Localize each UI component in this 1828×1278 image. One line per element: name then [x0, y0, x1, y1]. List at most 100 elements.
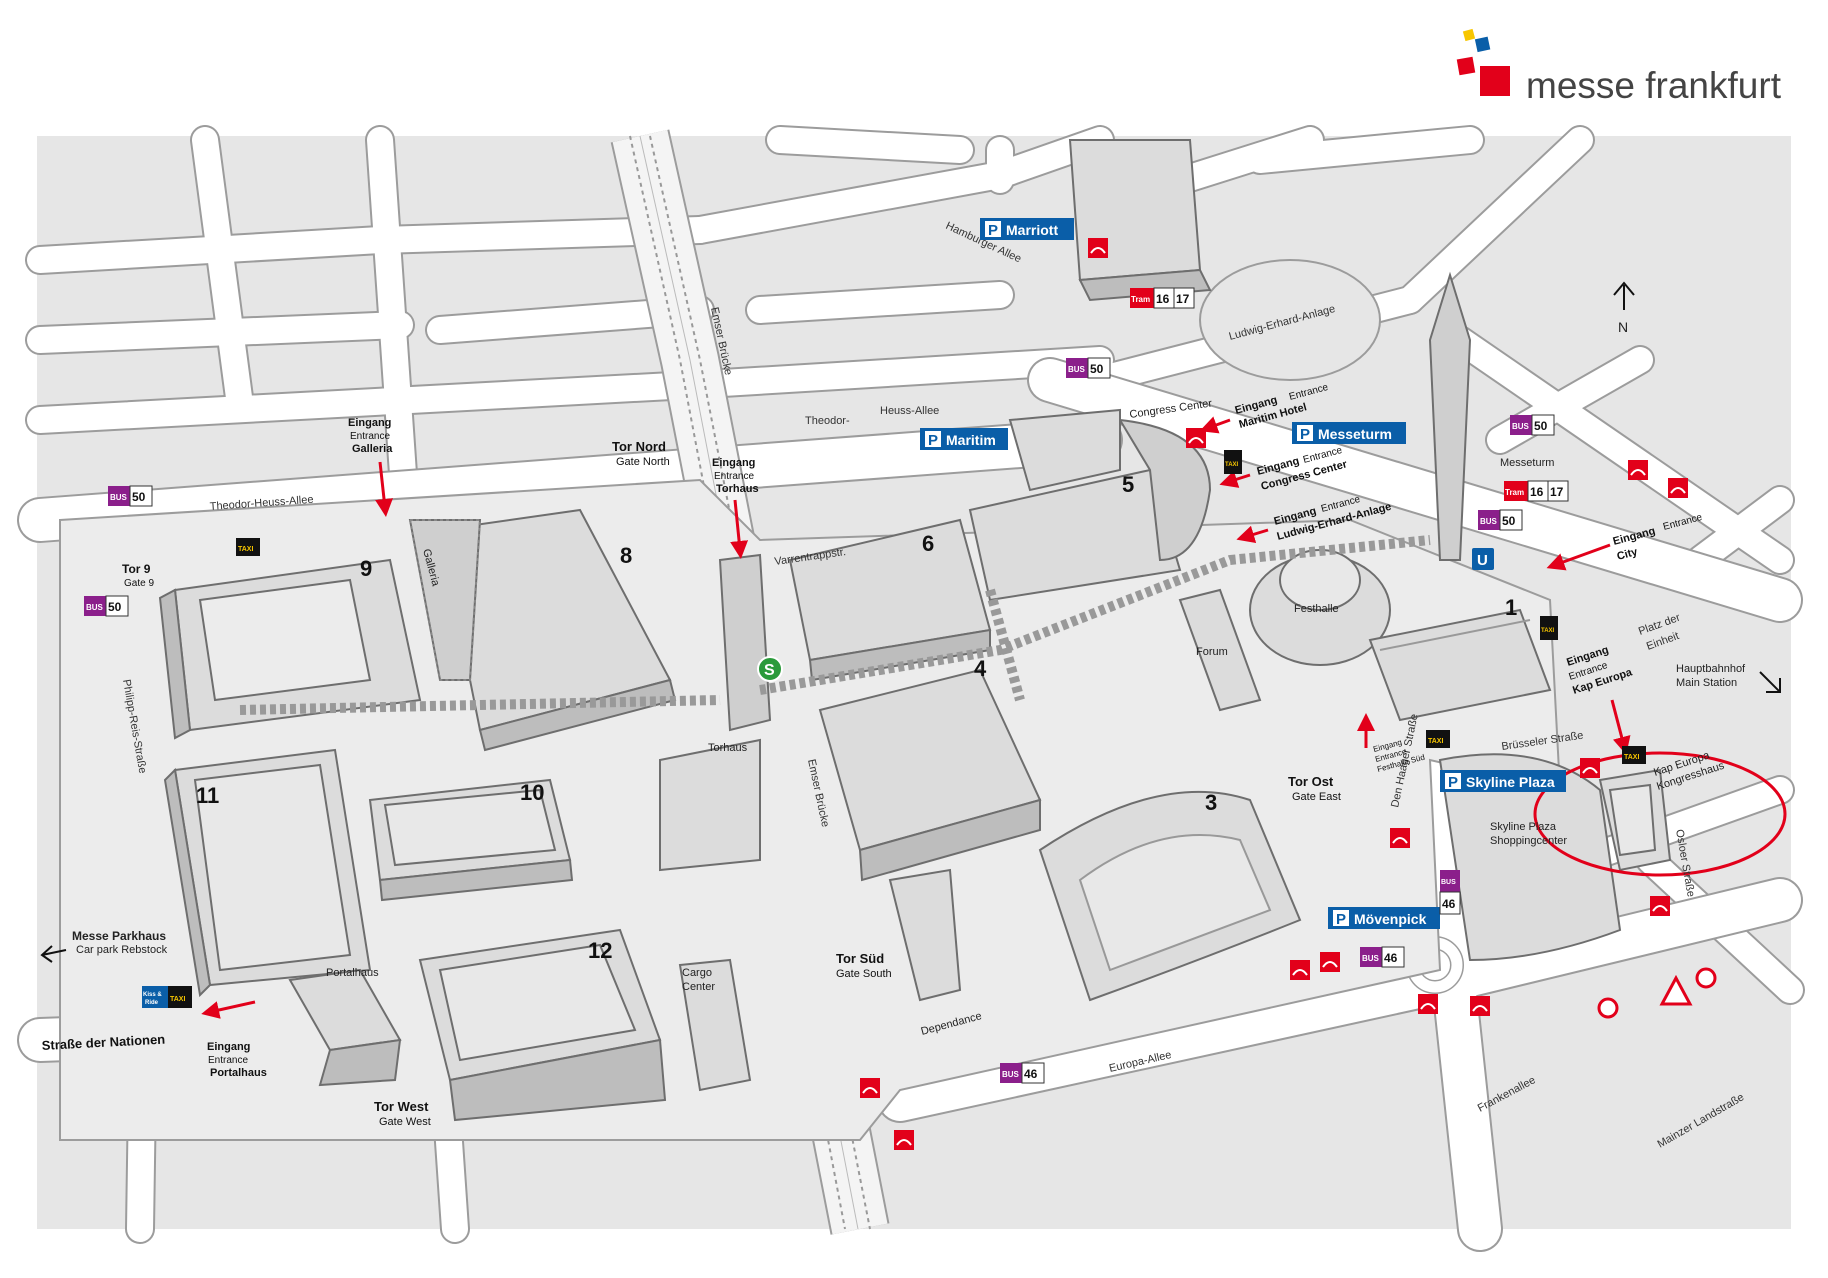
entrance-torhaus-entrance: Entrance	[714, 471, 754, 482]
hall-1-label: 1	[1505, 595, 1517, 620]
street-heuss-allee: Heuss-Allee	[880, 405, 939, 417]
hotel-icon	[1088, 238, 1108, 258]
arrow-galleria	[375, 461, 393, 517]
arrow-portalhaus	[201, 1000, 256, 1019]
hotel-icon	[1580, 758, 1600, 778]
svg-text:17: 17	[1176, 292, 1190, 306]
skyline-plaza-label-2: Shoppingcenter	[1490, 835, 1567, 847]
entrance-galleria-eingang: Eingang	[348, 417, 391, 429]
north-arrow-icon: N	[1613, 281, 1635, 335]
svg-text:P: P	[988, 222, 998, 239]
arrow-congress-center	[1219, 470, 1251, 488]
hall-labels: 1 3 4 5 6 8 9 10 11 12	[196, 472, 1517, 963]
transit-signs: BUS 50 BUS 50 BUS 50 BUS 50 BUS 50	[84, 287, 1646, 1084]
hall-10-label: 10	[520, 780, 544, 805]
hall-5-label: 5	[1122, 472, 1134, 497]
kap-europa-highlight	[1533, 751, 1787, 877]
svg-text:BUS: BUS	[1002, 1070, 1020, 1079]
bus-46-sign-south: BUS 46	[1360, 946, 1405, 968]
bus-50-sign-north: BUS 50	[1066, 357, 1111, 379]
svg-text:Ride: Ride	[145, 1000, 159, 1006]
torhaus-label: Torhaus	[708, 742, 748, 754]
svg-text:Skyline Plaza: Skyline Plaza	[1466, 774, 1555, 790]
arrow-city	[1546, 543, 1611, 571]
svg-text:BUS: BUS	[86, 603, 104, 612]
svg-text:TAXI: TAXI	[238, 546, 253, 553]
hall-8-label: 8	[620, 543, 632, 568]
svg-text:Maritim: Maritim	[946, 432, 996, 448]
bus-46-sign-europa-allee: BUS 46	[1000, 1062, 1045, 1084]
svg-text:P: P	[1300, 426, 1310, 443]
arrow-main-station-icon	[1759, 671, 1781, 693]
svg-text:U: U	[1477, 552, 1488, 569]
arrow-maritim-hotel	[1199, 416, 1231, 434]
entrance-portalhaus-entrance: Entrance	[208, 1055, 248, 1066]
bus-50-sign-messeturm: BUS 50	[1510, 414, 1555, 436]
gates: Tor Nord Gate North Tor 9 Gate 9 Tor Ost…	[122, 439, 1341, 1128]
taxi-sign-hall9: TAXI	[236, 538, 260, 556]
hotel-icon	[1650, 896, 1670, 916]
directions: N Hauptbahnhof Main Station Messe Parkha…	[40, 281, 1781, 963]
street-nationen: Straße der Nationen	[41, 1032, 165, 1053]
svg-text:50: 50	[1090, 362, 1104, 376]
svg-text:50: 50	[1502, 514, 1516, 528]
parking-maritim: P Maritim	[920, 428, 1008, 450]
svg-text:BUS: BUS	[1512, 422, 1530, 431]
hotel-icon	[1390, 828, 1410, 848]
tor-nord: Tor Nord	[612, 439, 666, 454]
bus-50-sign-northwest: BUS 50	[108, 485, 153, 507]
forum-label: Forum	[1196, 646, 1228, 658]
arrow-kap-europa	[1610, 699, 1631, 755]
hotel-icon	[1470, 996, 1490, 1016]
arrow-torhaus	[730, 499, 749, 559]
hall-12-label: 12	[588, 938, 612, 963]
svg-text:Tram: Tram	[1131, 295, 1150, 304]
hall-6-label: 6	[922, 531, 934, 556]
svg-text:BUS: BUS	[1441, 879, 1456, 886]
u-bahn-icon: U	[1472, 548, 1494, 570]
bus-50-sign-festhalle: BUS 50	[1478, 509, 1523, 531]
taxi-sign-portalhaus: TAXI	[168, 986, 192, 1008]
parkhaus-label-2: Car park Rebstock	[76, 944, 168, 956]
hotel-icon	[1320, 952, 1340, 972]
hotel-icon	[1418, 994, 1438, 1014]
entrance-torhaus-name: Torhaus	[716, 483, 759, 495]
tor-west: Tor West	[374, 1099, 429, 1114]
svg-text:46: 46	[1024, 1067, 1038, 1081]
parking-skyline-plaza: P Skyline Plaza	[1440, 770, 1566, 792]
bus-46-sign-den-haager: BUS 46	[1439, 870, 1461, 915]
svg-text:Tram: Tram	[1505, 488, 1524, 497]
svg-text:P: P	[1448, 774, 1458, 791]
svg-text:BUS: BUS	[1480, 517, 1498, 526]
svg-text:S: S	[764, 662, 775, 679]
entrance-portalhaus-name: Portalhaus	[210, 1067, 267, 1079]
svg-text:BUS: BUS	[1068, 365, 1086, 374]
skyline-plaza-label-1: Skyline Plaza	[1490, 821, 1557, 833]
svg-text:TAXI: TAXI	[170, 996, 185, 1003]
bus-50-sign-west: BUS 50	[84, 595, 129, 617]
gate-west: Gate West	[379, 1116, 431, 1128]
gate-north: Gate North	[616, 456, 670, 468]
parking-messeturm: P Messeturm	[1292, 422, 1406, 444]
street-theodor: Theodor-	[805, 415, 850, 427]
s-bahn-icon: S	[757, 656, 783, 682]
kiss-and-ride-sign: Kiss & Ride	[142, 986, 168, 1008]
taxi-sign-hall1: TAXI	[1540, 616, 1558, 640]
svg-text:Marriott: Marriott	[1006, 222, 1058, 238]
compass-label: N	[1618, 319, 1628, 335]
hotel-icon	[1668, 478, 1688, 498]
hall-9-label: 9	[360, 556, 372, 581]
entrance-galleria-name: Galleria	[352, 443, 393, 455]
tor-9: Tor 9	[122, 562, 151, 576]
svg-text:16: 16	[1156, 292, 1170, 306]
svg-text:46: 46	[1442, 897, 1456, 911]
tram-sign-messeturm: Tram 16 17	[1504, 480, 1569, 502]
gate-east: Gate East	[1292, 791, 1341, 803]
svg-text:TAXI: TAXI	[1225, 462, 1239, 468]
arrow-ludwig-erhard	[1236, 525, 1269, 543]
hall-3-label: 3	[1205, 790, 1217, 815]
hbf-label-1: Hauptbahnhof	[1676, 663, 1746, 675]
tram-sign-marriott: Tram 16 17	[1130, 287, 1195, 309]
entrance-city-name: City	[1616, 546, 1640, 563]
hotel-icon	[1290, 960, 1310, 980]
